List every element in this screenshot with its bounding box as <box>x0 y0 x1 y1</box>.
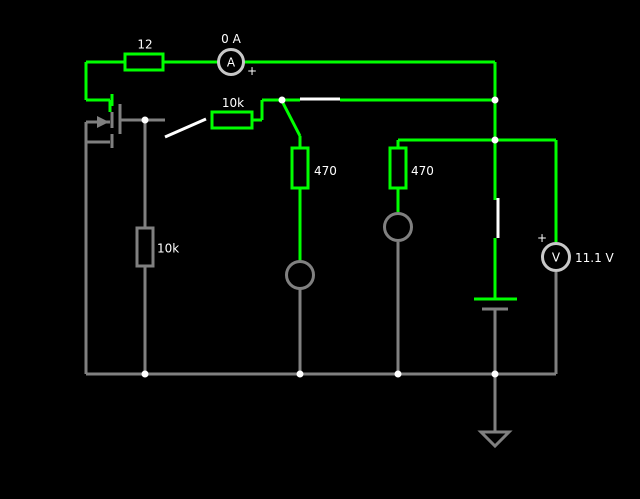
node-dots <box>141 96 499 378</box>
node-dot <box>491 96 499 104</box>
ammeter-polarity: + <box>247 64 257 78</box>
resistor-10k-left-label: 10k <box>157 242 179 256</box>
resistor-10k-left[interactable] <box>135 226 155 268</box>
resistor-470-right[interactable] <box>388 146 408 190</box>
voltmeter-reading: 11.1 V <box>575 251 615 265</box>
resistor-12-label: 12 <box>137 38 152 52</box>
live-wires <box>84 60 558 301</box>
inactive-wires <box>84 118 558 432</box>
node-dot <box>491 136 499 144</box>
node-dot <box>296 370 304 378</box>
resistor-470-mid-label: 470 <box>314 164 337 178</box>
node-dot <box>278 96 286 104</box>
mosfet-icon[interactable] <box>97 94 122 148</box>
switch-mid-blade[interactable] <box>281 102 302 137</box>
node-dot <box>141 116 149 124</box>
voltmeter-polarity: + <box>537 231 547 245</box>
resistor-470-mid[interactable] <box>290 146 310 190</box>
voltmeter[interactable] <box>541 242 571 272</box>
node-dot <box>491 370 499 378</box>
lamp-icon[interactable] <box>383 212 413 242</box>
ammeter-reading: 0 A <box>221 32 241 46</box>
voltmeter-symbol: V <box>552 251 561 265</box>
node-dot <box>394 370 402 378</box>
switch-left-blade[interactable] <box>164 117 207 139</box>
resistor-12[interactable] <box>123 52 165 72</box>
ammeter-symbol: A <box>227 56 236 70</box>
lamp-icon[interactable] <box>285 260 315 290</box>
node-dot <box>141 370 149 378</box>
resistor-10k-switch-label: 10k <box>222 96 244 110</box>
ammeter[interactable] <box>217 48 245 76</box>
resistor-10k-switch[interactable] <box>210 110 254 130</box>
resistor-470-right-label: 470 <box>411 164 434 178</box>
ground-icon <box>477 430 513 449</box>
